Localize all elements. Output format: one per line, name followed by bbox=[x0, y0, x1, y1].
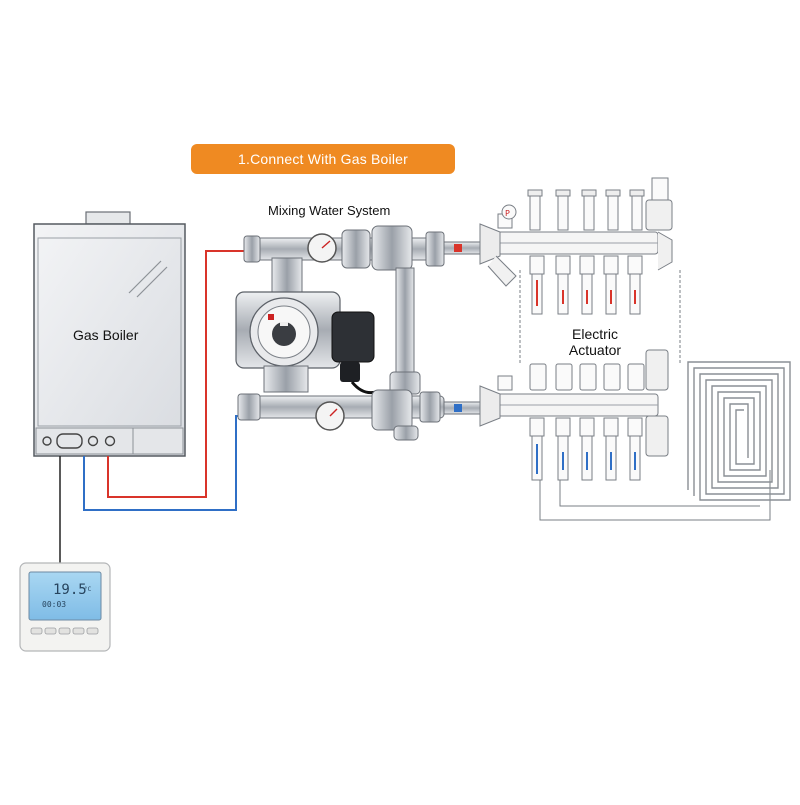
thermostat-button bbox=[58, 627, 71, 635]
boiler-display bbox=[56, 433, 83, 449]
gas-boiler-label: Gas Boiler bbox=[73, 327, 139, 343]
boiler-control-strip bbox=[35, 427, 184, 455]
boiler-top-vent bbox=[85, 211, 131, 225]
gas-boiler bbox=[33, 211, 186, 457]
flow-indicator bbox=[454, 244, 462, 252]
thermostat-button bbox=[86, 627, 99, 635]
step-banner: 1.Connect With Gas Boiler bbox=[191, 144, 455, 174]
thermostat-button bbox=[72, 627, 85, 635]
boiler-front-panel bbox=[37, 237, 182, 427]
thermostat-temperature: 19.5 bbox=[53, 582, 87, 598]
mixing-system-label: Mixing Water System bbox=[268, 203, 391, 218]
return-indicator bbox=[454, 404, 462, 412]
thermostat-unit: °C bbox=[84, 586, 92, 593]
flow-pipe-red bbox=[107, 250, 262, 498]
thermostat-button bbox=[44, 627, 57, 635]
boiler-knob bbox=[42, 436, 52, 446]
thermostat: 19.5 °C 00:03 bbox=[19, 562, 111, 652]
boiler-reflection bbox=[128, 260, 162, 294]
svg-text:P: P bbox=[505, 209, 510, 218]
circulation-pump bbox=[235, 291, 377, 395]
thermostat-button bbox=[30, 627, 43, 635]
manifold: P bbox=[479, 177, 771, 521]
outlets-top bbox=[529, 255, 643, 315]
boiler-knob bbox=[104, 435, 116, 447]
mixing-water-system bbox=[235, 225, 497, 441]
actuator-label-line1: Electric bbox=[572, 326, 618, 342]
boiler-knob bbox=[87, 435, 99, 447]
floor-heating-coil bbox=[687, 361, 791, 501]
flow-meters-top bbox=[527, 189, 645, 231]
outlets-bottom bbox=[529, 417, 643, 481]
electric-actuators bbox=[529, 349, 669, 391]
electric-actuator-label: Electric Actuator bbox=[563, 326, 627, 358]
thermostat-lcd bbox=[28, 571, 102, 621]
actuator-label-line2: Actuator bbox=[568, 342, 622, 358]
thermostat-clock: 00:03 bbox=[42, 600, 66, 609]
